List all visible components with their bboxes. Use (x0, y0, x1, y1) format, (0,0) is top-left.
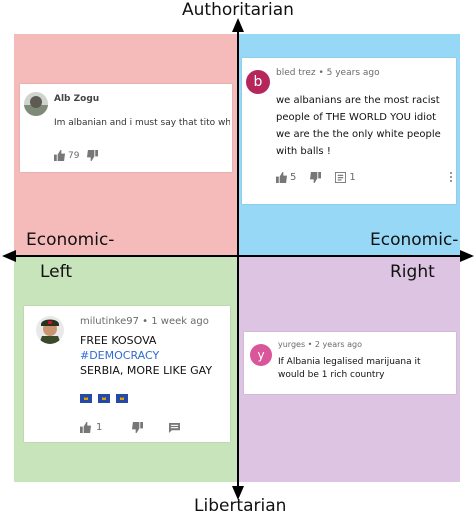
thumbs-up-icon[interactable] (80, 422, 91, 433)
reply-count: 1 (349, 172, 356, 183)
avatar (24, 92, 48, 116)
kosovo-flag-icon (98, 394, 110, 403)
comment-card-milutinke97: milutinke97 • 1 week ago FREE KOSOVA #DE… (24, 306, 230, 442)
thumbs-up-icon[interactable] (276, 172, 287, 183)
comment-card-yurges: y yurges • 2 years ago If Albania legali… (244, 332, 456, 394)
axis-label-libertarian: Libertarian (194, 496, 287, 516)
thumbs-down-icon[interactable] (132, 422, 144, 433)
axis-label-economic-left-1: Economic- (26, 230, 115, 250)
comment-text: Im albanian and i must say that tito wha… (54, 118, 230, 128)
comment-text: we albanians are the most racist people … (276, 95, 441, 157)
comment-line-1: FREE KOSOVA (80, 334, 157, 347)
like-count: 79 (68, 150, 80, 161)
more-options-icon[interactable] (450, 172, 452, 182)
like-count: 5 (290, 172, 297, 183)
thumbs-up-icon[interactable] (54, 150, 65, 161)
kosovo-flag-emojis (80, 394, 128, 403)
kosovo-flag-icon (116, 394, 128, 403)
reply-comment-icon[interactable] (335, 172, 347, 183)
like-count: 1 (96, 422, 103, 433)
comment-author-meta[interactable]: bled trez • 5 years ago (276, 68, 380, 78)
comment-card-alb-zogu: Alb Zogu Im albanian and i must say that… (20, 84, 232, 172)
comment-line-3: SERBIA, MORE LIKE GAY (80, 364, 213, 377)
comment-author-meta[interactable]: yurges • 2 years ago (278, 340, 362, 349)
axis-label-economic-left-2: Left (40, 262, 72, 282)
thumbs-down-icon[interactable] (87, 150, 99, 161)
comment-author-meta[interactable]: milutinke97 • 1 week ago (80, 316, 209, 327)
axis-label-authoritarian: Authoritarian (182, 0, 294, 20)
kosovo-flag-icon (80, 394, 92, 403)
comment-text: If Albania legalised marijuana it would … (278, 357, 421, 380)
thumbs-down-icon[interactable] (310, 172, 322, 183)
avatar: y (250, 344, 272, 366)
reply-comment-icon[interactable] (169, 422, 181, 433)
comment-author[interactable]: Alb Zogu (54, 94, 100, 104)
avatar: b (246, 70, 270, 94)
avatar (36, 316, 64, 344)
axis-label-economic-right-2: Right (390, 262, 435, 282)
axis-label-economic-right-1: Economic- (370, 230, 459, 250)
hashtag-link[interactable]: #DEMOCRACY (80, 349, 160, 362)
comment-card-bled-trez: b bled trez • 5 years ago we albanians a… (242, 58, 456, 204)
